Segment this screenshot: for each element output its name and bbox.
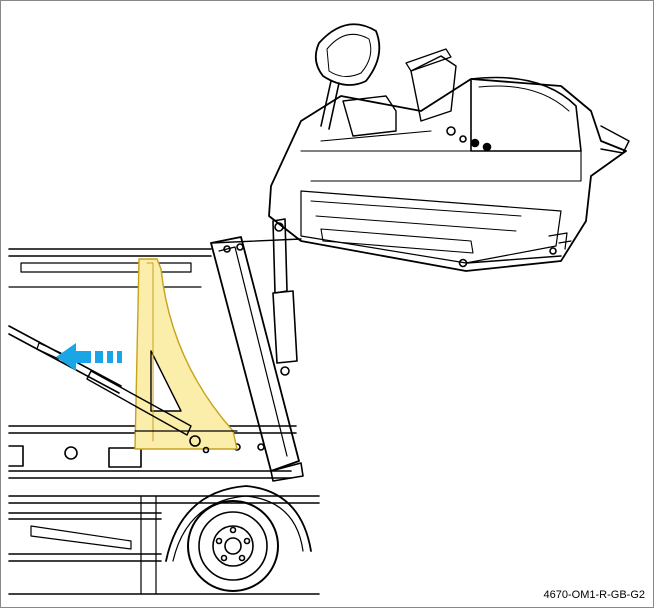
hydraulic-cylinder	[272, 218, 298, 376]
cab-linkage	[210, 238, 562, 264]
left-arrow-icon	[56, 343, 122, 371]
tilt-arm	[210, 236, 304, 482]
safety-support-stand	[134, 258, 238, 454]
front-wheel	[165, 485, 312, 592]
figure-reference-code: 4670-OM1-R-GB-G2	[543, 589, 645, 601]
tilted-cab	[268, 23, 630, 272]
chassis-frame	[8, 495, 320, 595]
